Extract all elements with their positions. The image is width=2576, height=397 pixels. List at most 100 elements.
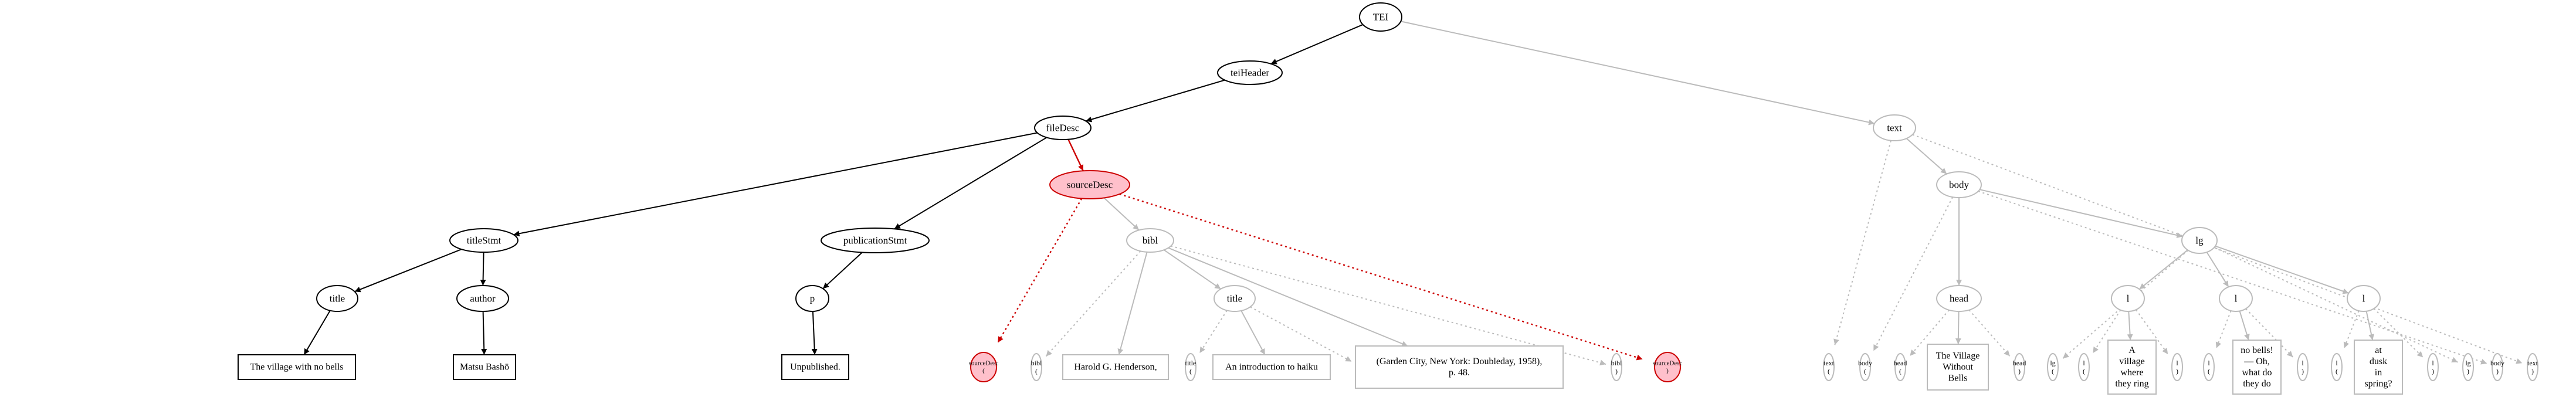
tag-node-title_open[interactable]: title( bbox=[1185, 353, 1197, 381]
node-l-l1[interactable]: l bbox=[2111, 285, 2145, 312]
edge-filedesc-to-titlestmt bbox=[513, 132, 1038, 237]
edge-author-to-txt_author bbox=[481, 311, 487, 355]
tag-node-body_open-label: body bbox=[1858, 359, 1872, 367]
tag-node-l1_open[interactable]: l( bbox=[2078, 353, 2090, 381]
node-title-title2[interactable]: title bbox=[1214, 285, 1256, 312]
edge-bibl-to-bibl_open bbox=[1045, 250, 1141, 357]
tag-node-l1_close-label: ) bbox=[2176, 367, 2178, 375]
text-node-txt_henderson[interactable]: Harold G. Henderson, bbox=[1062, 354, 1169, 380]
edge-tei-to-teiheader bbox=[1270, 23, 1364, 65]
node-body-body[interactable]: body bbox=[1936, 171, 1982, 198]
node-lg-lg[interactable]: lg bbox=[2181, 227, 2218, 254]
tag-node-text_open-label: ( bbox=[1828, 367, 1830, 375]
tag-node-lg_close[interactable]: lg) bbox=[2462, 353, 2474, 381]
node-body-body-label: body bbox=[1949, 179, 1970, 191]
node-sourcedesc-sourcedesc[interactable]: sourceDesc bbox=[1049, 170, 1130, 199]
node-p-p[interactable]: p bbox=[795, 285, 829, 312]
node-l-l2[interactable]: l bbox=[2219, 285, 2253, 312]
node-bibl-bibl[interactable]: bibl bbox=[1126, 228, 1174, 253]
tag-node-l2_open-label: ( bbox=[2208, 367, 2210, 375]
edge-sourcedesc-to-bibl bbox=[1103, 197, 1140, 231]
tag-node-title_open-label: title bbox=[1185, 359, 1197, 367]
edge-head-to-head_close bbox=[1968, 309, 2011, 357]
node-head-head-label: head bbox=[1950, 293, 1969, 304]
tag-node-l2_open[interactable]: l( bbox=[2203, 353, 2215, 381]
node-sourcedesc-sourcedesc-label: sourceDesc bbox=[1067, 179, 1113, 191]
edge-body-to-lg bbox=[1980, 189, 2183, 239]
edge-l3-to-l3_close bbox=[2373, 308, 2424, 358]
node-tei-tei[interactable]: TEI bbox=[1359, 2, 1402, 32]
tag-node-head_close-label: head bbox=[2013, 359, 2026, 367]
edge-pubstmt-to-p bbox=[822, 252, 863, 289]
text-node-txt_p[interactable]: Unpublished. bbox=[781, 354, 849, 380]
text-node-txt_village-label: Bells bbox=[1948, 373, 1968, 383]
text-node-txt_garden[interactable]: (Garden City, New York: Doubleday, 1958)… bbox=[1355, 345, 1564, 389]
text-node-txt_author[interactable]: Matsu Bashō bbox=[453, 354, 516, 380]
node-filedesc-filedesc[interactable]: fileDesc bbox=[1034, 116, 1092, 140]
tag-node-sd_open-label: sourceDesc bbox=[969, 360, 999, 367]
tag-node-body_open[interactable]: body( bbox=[1858, 353, 1872, 381]
node-titlestmt-titlestmt[interactable]: titleStmt bbox=[449, 228, 518, 253]
tag-node-head_close-label: ) bbox=[2018, 367, 2021, 375]
edge-text-to-text_close bbox=[1912, 134, 2523, 364]
text-node-txt_garden-label: (Garden City, New York: Doubleday, 1958)… bbox=[1377, 357, 1543, 367]
tag-node-lg_open-label: lg bbox=[2050, 359, 2055, 367]
tag-node-head_open[interactable]: head( bbox=[1894, 353, 1907, 381]
tag-node-l3_open[interactable]: l( bbox=[2331, 353, 2343, 381]
tag-node-bibl_close[interactable]: bibl) bbox=[1611, 353, 1622, 381]
node-filedesc-filedesc-label: fileDesc bbox=[1046, 123, 1080, 134]
tag-node-l1_open-label: ( bbox=[2083, 367, 2085, 375]
node-l-l1-label: l bbox=[2127, 293, 2130, 304]
text-node-txt_intro[interactable]: An introduction to haiku bbox=[1212, 354, 1331, 380]
node-title-title1[interactable]: title bbox=[316, 285, 358, 312]
node-head-head[interactable]: head bbox=[1936, 285, 1982, 312]
edge-tei-to-text bbox=[1401, 21, 1875, 125]
tag-node-sd_open[interactable]: sourceDesc( bbox=[969, 352, 999, 382]
text-node-txt_village-label: Without bbox=[1943, 362, 1973, 372]
edge-bibl-to-title2 bbox=[1163, 249, 1221, 290]
text-node-txt_line3-label: dusk bbox=[2370, 357, 2387, 367]
edge-l3-to-l3_open bbox=[2343, 310, 2360, 348]
tag-node-text_open[interactable]: text( bbox=[1823, 353, 1835, 381]
edge-title2-to-txt_intro bbox=[1240, 310, 1266, 355]
node-text-text[interactable]: text bbox=[1873, 114, 1916, 141]
tag-node-head_open-label: ( bbox=[1899, 367, 1902, 375]
tag-node-lg_close-label: lg bbox=[2465, 359, 2470, 367]
tag-node-l2_close[interactable]: l) bbox=[2297, 353, 2309, 381]
text-node-txt_title[interactable]: The village with no bells bbox=[238, 354, 356, 380]
edge-lg-to-l2 bbox=[2206, 252, 2229, 287]
tag-node-text_open-label: text bbox=[1823, 359, 1835, 367]
node-author-author[interactable]: author bbox=[456, 285, 509, 312]
tag-node-l3_close-label: ) bbox=[2432, 367, 2434, 375]
tag-node-l1_close[interactable]: l) bbox=[2171, 353, 2183, 381]
tag-node-bibl_open[interactable]: bibl( bbox=[1031, 353, 1042, 381]
node-teiheader-teiheader[interactable]: teiHeader bbox=[1217, 60, 1283, 85]
tag-node-body_close[interactable]: body) bbox=[2490, 353, 2504, 381]
edge-filedesc-to-pubstmt bbox=[894, 137, 1048, 230]
edge-teiheader-to-filedesc bbox=[1085, 79, 1225, 123]
tag-node-text_close-label: text bbox=[2527, 359, 2538, 367]
text-node-txt_line1-label: where bbox=[2120, 368, 2143, 378]
edge-bibl-to-bibl_close bbox=[1170, 245, 1606, 366]
edge-l1-to-l1_open bbox=[2092, 310, 2121, 354]
tag-node-text_close[interactable]: text) bbox=[2527, 353, 2538, 381]
text-node-txt_line1-label: they ring bbox=[2115, 379, 2148, 389]
tag-node-bibl_close-label: ) bbox=[1615, 367, 1618, 375]
tag-node-sd_close[interactable]: sourceDesc) bbox=[1653, 352, 1683, 382]
tag-node-title_open-label: ( bbox=[1189, 367, 1192, 375]
tag-node-body_open-label: ( bbox=[1864, 367, 1866, 375]
tag-node-l3_close[interactable]: l) bbox=[2427, 353, 2439, 381]
node-tei-tei-label: TEI bbox=[1373, 12, 1389, 23]
tag-node-lg_open[interactable]: lg( bbox=[2047, 353, 2059, 381]
tag-node-head_close[interactable]: head) bbox=[2013, 353, 2026, 381]
tag-node-body_close-label: body bbox=[2490, 359, 2504, 367]
node-l-l3[interactable]: l bbox=[2347, 285, 2381, 312]
node-publicationstmt-pubstmt[interactable]: publicationStmt bbox=[821, 228, 930, 253]
tag-node-lg_close-label: ) bbox=[2467, 367, 2469, 375]
tag-node-text_close-label: ) bbox=[2531, 367, 2534, 375]
edge-p-to-txt_p bbox=[811, 311, 818, 355]
